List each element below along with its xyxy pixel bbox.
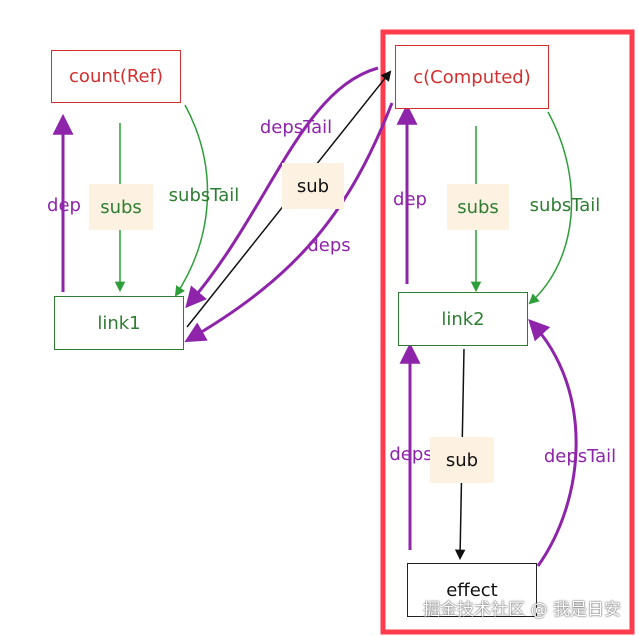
label-dep-right: dep (393, 188, 427, 210)
edge-effect-depstail-link2 (528, 318, 578, 567)
node-link1: link1 (54, 296, 184, 350)
node-computed-label: c(Computed) (413, 66, 531, 88)
node-count-ref-label: count(Ref) (69, 66, 163, 87)
label-substail-left: subsTail (168, 184, 240, 206)
node-link2: link2 (398, 292, 528, 346)
label-deps-bottom: deps (389, 443, 433, 465)
node-computed: c(Computed) (395, 45, 549, 109)
edge-computed-substail-link2 (528, 111, 573, 305)
label-deps-top: deps (307, 234, 351, 256)
label-depstail-bottom: depsTail (543, 445, 617, 467)
watermark-text: 掘金技术社区 @ 我是日安 (423, 600, 621, 620)
label-substail-right: subsTail (529, 194, 601, 216)
node-effect: effect (407, 563, 537, 617)
label-depstail-top: depsTail (259, 116, 333, 138)
edge-computed-deps-link1 (184, 102, 394, 343)
node-effect-label: effect (446, 579, 498, 601)
label-dep-left: dep (47, 194, 81, 216)
label-subs-right: subs (447, 184, 509, 230)
node-link2-label: link2 (441, 308, 485, 330)
label-sub-bottom: sub (430, 437, 494, 483)
node-count-ref: count(Ref) (51, 50, 181, 103)
label-sub-top: sub (282, 163, 344, 209)
edge-computed-depstail-link1 (185, 66, 379, 309)
label-subs-left: subs (89, 184, 153, 230)
edge-count-substail-link1 (174, 104, 209, 297)
highlight-frame (380, 29, 635, 635)
node-link1-label: link1 (97, 312, 141, 334)
